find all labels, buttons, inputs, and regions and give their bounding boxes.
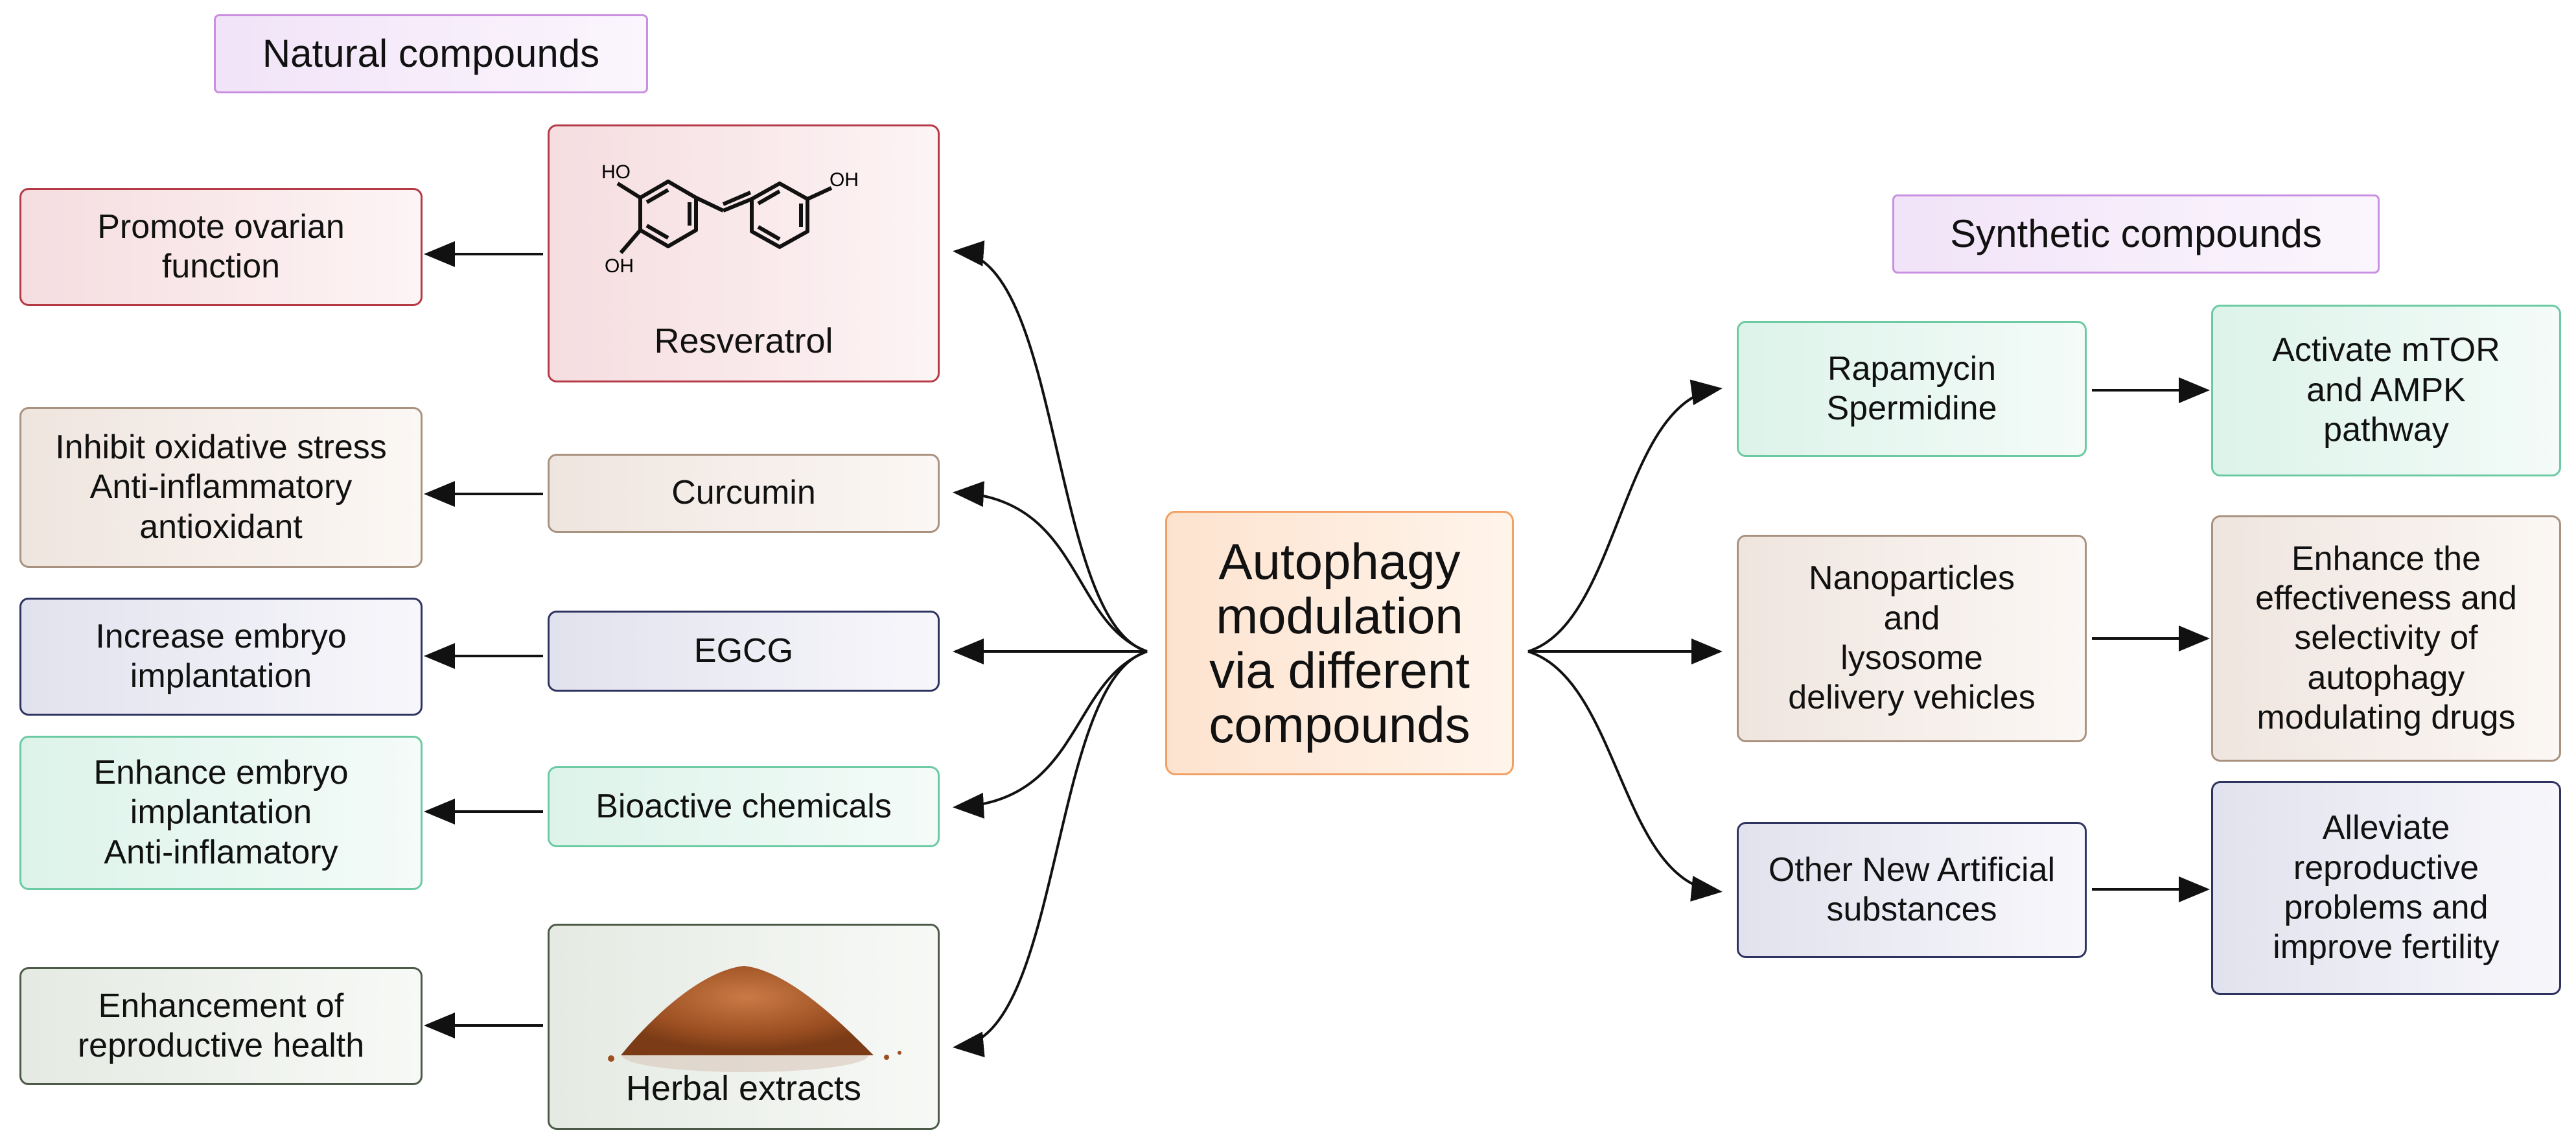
resveratrol-molecule-icon: HO OH OH [601, 161, 859, 277]
effect-line: reproductive health [77, 1027, 365, 1064]
effect-line: effectiveness and [2255, 579, 2517, 617]
synthetic-header-text: Synthetic compounds [1950, 211, 2322, 255]
curcumin-box: Curcumin [548, 454, 940, 533]
effect-line: and AMPK [2306, 371, 2466, 409]
effect-line: implantation [130, 657, 312, 695]
nanoparticles-box: Nanoparticles and lysosome delivery vehi… [1737, 535, 2087, 742]
effect-line: Enhance the [2291, 539, 2481, 578]
compound-line: lysosome [1840, 639, 1983, 677]
compound-line: Other New Artificial [1768, 850, 2056, 889]
rapamycin-effect-box: Activate mTOR and AMPK pathway [2211, 305, 2561, 476]
compound-line: Rapamycin [1827, 349, 1997, 388]
resveratrol-label: Resveratrol [654, 322, 833, 361]
egcg-box: EGCG [548, 611, 940, 692]
rapamycin-spermidine-box: Rapamycin Spermidine [1737, 321, 2087, 457]
resveratrol-effect-box: Promote ovarian function [19, 188, 423, 306]
compound-line: Spermidine [1826, 390, 1997, 427]
curcumin-effect-box: Inhibit oxidative stress Anti-inflammato… [19, 407, 423, 568]
arrow-center-to-resveratrol [953, 240, 1148, 653]
natural-header-text: Natural compounds [262, 31, 600, 75]
arrow-center-to-other [1527, 650, 1723, 902]
natural-compounds-header: Natural compounds [214, 14, 648, 93]
herbal-extracts-box: Herbal extracts [548, 924, 940, 1130]
effect-line: Anti-inflammatory [89, 468, 353, 506]
nanoparticles-effect-box: Enhance the effectiveness and selectivit… [2211, 515, 2561, 762]
egcg-effect-box: Increase embryo implantation [19, 598, 423, 716]
egcg-label: EGCG [693, 631, 794, 670]
effect-line: Anti-inflamatory [104, 833, 338, 871]
center-autophagy-node: Autophagy modulation via different compo… [1165, 511, 1514, 775]
compound-line: delivery vehicles [1788, 679, 2036, 717]
effect-line: selectivity of [2294, 619, 2478, 657]
svg-text:HO: HO [601, 161, 631, 183]
herbal-powder-icon [608, 966, 901, 1072]
herbal-label: Herbal extracts [625, 1069, 862, 1108]
center-line: Autophagy [1218, 532, 1461, 590]
center-line: modulation [1216, 587, 1463, 644]
effect-line: Activate mTOR [2272, 331, 2500, 369]
effect-line: Alleviate [2322, 809, 2450, 847]
svg-text:OH: OH [605, 255, 634, 277]
resveratrol-box: HO OH OH Resveratrol [548, 124, 940, 382]
effect-line: improve fertility [2273, 928, 2500, 966]
arrow-center-to-curcumin [953, 481, 1148, 653]
other-artificial-effect-box: Alleviate reproductive problems and impr… [2211, 781, 2561, 995]
effect-line: function [161, 248, 281, 285]
center-line: via different [1209, 642, 1470, 699]
effect-line: Enhance embryo [93, 753, 349, 791]
effect-line: reproductive [2293, 849, 2479, 887]
bioactive-label: Bioactive chemicals [596, 787, 892, 825]
effect-line: Inhibit oxidative stress [55, 428, 387, 466]
compound-line: and [1883, 599, 1940, 637]
effect-line: implantation [130, 793, 312, 832]
bioactive-chemicals-box: Bioactive chemicals [548, 766, 940, 847]
effect-line: Increase embryo [95, 617, 347, 655]
bioactive-effect-box: Enhance embryo implantation Anti-inflama… [19, 736, 423, 890]
compound-line: substances [1826, 891, 1997, 928]
effect-line: antioxidant [139, 508, 303, 546]
effect-line: autophagy [2307, 659, 2465, 697]
curcumin-label: Curcumin [671, 474, 816, 512]
synthetic-compounds-header: Synthetic compounds [1892, 194, 2380, 274]
compound-line: Nanoparticles [1809, 559, 2015, 598]
effect-line: modulating drugs [2257, 699, 2516, 737]
svg-text:OH: OH [830, 169, 859, 191]
arrow-center-to-bioactive [953, 650, 1148, 819]
effect-line: Promote ovarian [97, 207, 345, 246]
other-artificial-box: Other New Artificial substances [1737, 822, 2087, 958]
arrow-center-to-rapamycin [1527, 379, 1723, 653]
herbal-effect-box: Enhancement of reproductive health [19, 967, 423, 1085]
effect-line: Enhancement of [98, 987, 344, 1025]
effect-line: pathway [2323, 411, 2449, 449]
arrow-center-to-herbal [953, 650, 1148, 1058]
center-line: compounds [1209, 696, 1470, 754]
effect-line: problems and [2284, 889, 2489, 926]
